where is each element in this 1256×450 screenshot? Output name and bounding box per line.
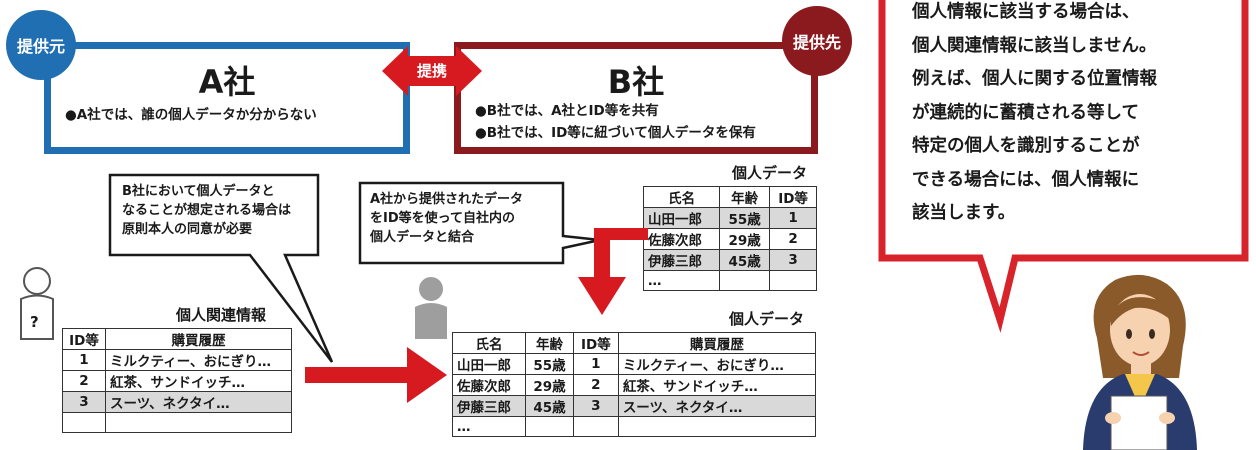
table-cell <box>719 270 771 291</box>
table-cell: ミルクティー、おにぎり… <box>105 349 292 371</box>
table-cell: 1 <box>769 207 817 229</box>
table-cell: スーツ、ネクタイ… <box>617 395 817 417</box>
table-cell <box>105 412 292 433</box>
related-info-table: ID等 購買履歴 1 ミルクティー、おにぎり… 2 紅茶、サンドイッチ… 3 ス… <box>62 328 292 433</box>
table-row: 伊藤三郎 45歳 3 <box>642 249 817 271</box>
identified-person-icon <box>415 277 447 339</box>
table-cell: 山田一郎 <box>451 353 527 375</box>
personal-data-top-table: 氏名 年齢 ID等 山田一郎 55歳 1 佐藤次郎 29歳 2 伊藤三郎 45歳… <box>642 186 817 291</box>
table-cell: 3 <box>769 249 817 271</box>
recipient-badge: 提供先 <box>782 6 852 76</box>
table-row: 伊藤三郎 45歳 3 スーツ、ネクタイ… <box>451 395 817 417</box>
table-cell: … <box>642 270 721 291</box>
column-header-name: 氏名 <box>642 186 721 208</box>
table-cell <box>769 270 817 291</box>
table-cell: 55歳 <box>719 207 771 229</box>
table-row: 2 紅茶、サンドイッチ… <box>62 370 292 392</box>
table-cell: 2 <box>572 374 619 396</box>
table-row <box>62 412 292 433</box>
unknown-person-mark: ? <box>30 313 39 331</box>
table-cell: 2 <box>769 228 817 250</box>
table-cell: 伊藤三郎 <box>451 395 527 417</box>
table-row: 山田一郎 55歳 1 ミルクティー、おにぎり… <box>451 353 817 375</box>
provider-company-name: A社 <box>198 63 256 101</box>
provide-right-arrow-icon <box>305 347 447 403</box>
table-row: 山田一郎 55歳 1 <box>642 207 817 229</box>
explanation-line-2: 個人関連情報に該当しません。 <box>912 35 1157 56</box>
table-cell: 佐藤次郎 <box>451 374 527 396</box>
personal-data-top-caption: 個人データ <box>732 164 808 182</box>
table-cell: 29歳 <box>719 228 771 250</box>
table-cell: 1 <box>572 353 619 375</box>
explanation-line-1: 個人情報に該当する場合は、 <box>912 2 1140 22</box>
table-cell: 伊藤三郎 <box>642 249 721 271</box>
column-header-purchase-history: 購買履歴 <box>617 332 817 354</box>
unknown-person-icon <box>20 267 54 340</box>
provider-company-box: A社 ●A社では、誰の個人データか分からない <box>44 42 410 154</box>
table-cell: ミルクティー、おにぎり… <box>617 353 817 375</box>
table-cell: 29歳 <box>525 374 574 396</box>
partnership-double-arrow-icon <box>382 46 482 96</box>
woman-holding-document-illustration <box>1083 274 1197 450</box>
table-row: 佐藤次郎 29歳 2 紅茶、サンドイッチ… <box>451 374 817 396</box>
explanation-line-4: が連続的に蓄積される等して <box>912 102 1139 123</box>
table-cell: 45歳 <box>525 395 574 417</box>
table-cell: 山田一郎 <box>642 207 721 229</box>
table-cell: スーツ、ネクタイ… <box>105 391 292 413</box>
table-cell: 3 <box>62 391 106 413</box>
table-cell: 55歳 <box>525 353 574 375</box>
combine-callout-bubble <box>358 181 601 265</box>
personal-data-bottom-table: 氏名 年齢 ID等 購買履歴 山田一郎 55歳 1 ミルクティー、おにぎり… 佐… <box>451 332 817 437</box>
explanation-line-7: 該当します。 <box>912 203 1016 223</box>
table-row: 3 スーツ、ネクタイ… <box>62 391 292 413</box>
explanation-line-3: 例えば、個人に関する位置情報 <box>912 69 1157 89</box>
table-row: … <box>451 416 817 437</box>
table-row: 1 ミルクティー、おにぎり… <box>62 349 292 371</box>
recipient-description-2: ●B社では、ID等に紐づいて個人データを保有 <box>475 125 756 141</box>
explanation-speech-bubble <box>878 0 1249 333</box>
partnership-label: 提携 <box>416 62 447 80</box>
table-cell <box>572 416 619 437</box>
personal-data-bottom-caption: 個人データ <box>729 310 805 328</box>
column-header-id: ID等 <box>62 328 106 350</box>
combine-callout-line-3: 個人データと結合 <box>370 230 475 245</box>
explanation-line-5: 特定の個人を識別することが <box>912 136 1140 156</box>
column-header-id: ID等 <box>769 186 817 208</box>
related-info-caption: 個人関連情報 <box>176 306 267 324</box>
column-header-id: ID等 <box>572 332 619 354</box>
explanation-line-6: できる場合には、個人情報に <box>912 169 1140 190</box>
combine-down-arrow-icon <box>578 228 648 315</box>
recipient-company-name: B社 <box>607 63 665 101</box>
table-cell: 1 <box>62 349 106 371</box>
provider-description: ●A社では、誰の個人データか分からない <box>65 107 317 123</box>
combine-callout-line-1: A社から提供されたデータ <box>370 192 524 207</box>
table-cell: 2 <box>62 370 106 392</box>
table-row: … <box>642 270 817 291</box>
combine-callout-line-2: をID等を使って自社内の <box>370 211 515 226</box>
consent-callout-bubble <box>108 173 334 363</box>
table-cell <box>62 412 106 433</box>
column-header-age: 年齢 <box>525 332 574 354</box>
recipient-company-box: B社 ●B社では、A社とID等を共有 ●B社では、ID等に紐づいて個人データを保… <box>454 42 818 154</box>
recipient-description-1: ●B社では、A社とID等を共有 <box>475 103 659 119</box>
column-header-purchase-history: 購買履歴 <box>105 328 292 350</box>
table-row: 佐藤次郎 29歳 2 <box>642 228 817 250</box>
table-cell: … <box>451 416 527 437</box>
table-cell: 45歳 <box>719 249 771 271</box>
table-cell: 3 <box>572 395 619 417</box>
table-cell <box>525 416 574 437</box>
table-cell: 佐藤次郎 <box>642 228 721 250</box>
table-cell: 紅茶、サンドイッチ… <box>105 370 292 392</box>
explanation-text: 個人情報に該当する場合は、 個人関連情報に該当しません。 例えば、個人に関する位… <box>912 0 1232 231</box>
provider-badge: 提供元 <box>6 10 76 80</box>
column-header-age: 年齢 <box>719 186 771 208</box>
table-cell <box>617 416 817 437</box>
consent-callout-line-1: B社において個人データと <box>122 184 275 199</box>
column-header-name: 氏名 <box>451 332 527 354</box>
consent-callout-line-2: なることが想定される場合は <box>122 203 292 218</box>
consent-callout-line-3: 原則本人の同意が必要 <box>122 222 253 237</box>
table-cell: 紅茶、サンドイッチ… <box>617 374 817 396</box>
